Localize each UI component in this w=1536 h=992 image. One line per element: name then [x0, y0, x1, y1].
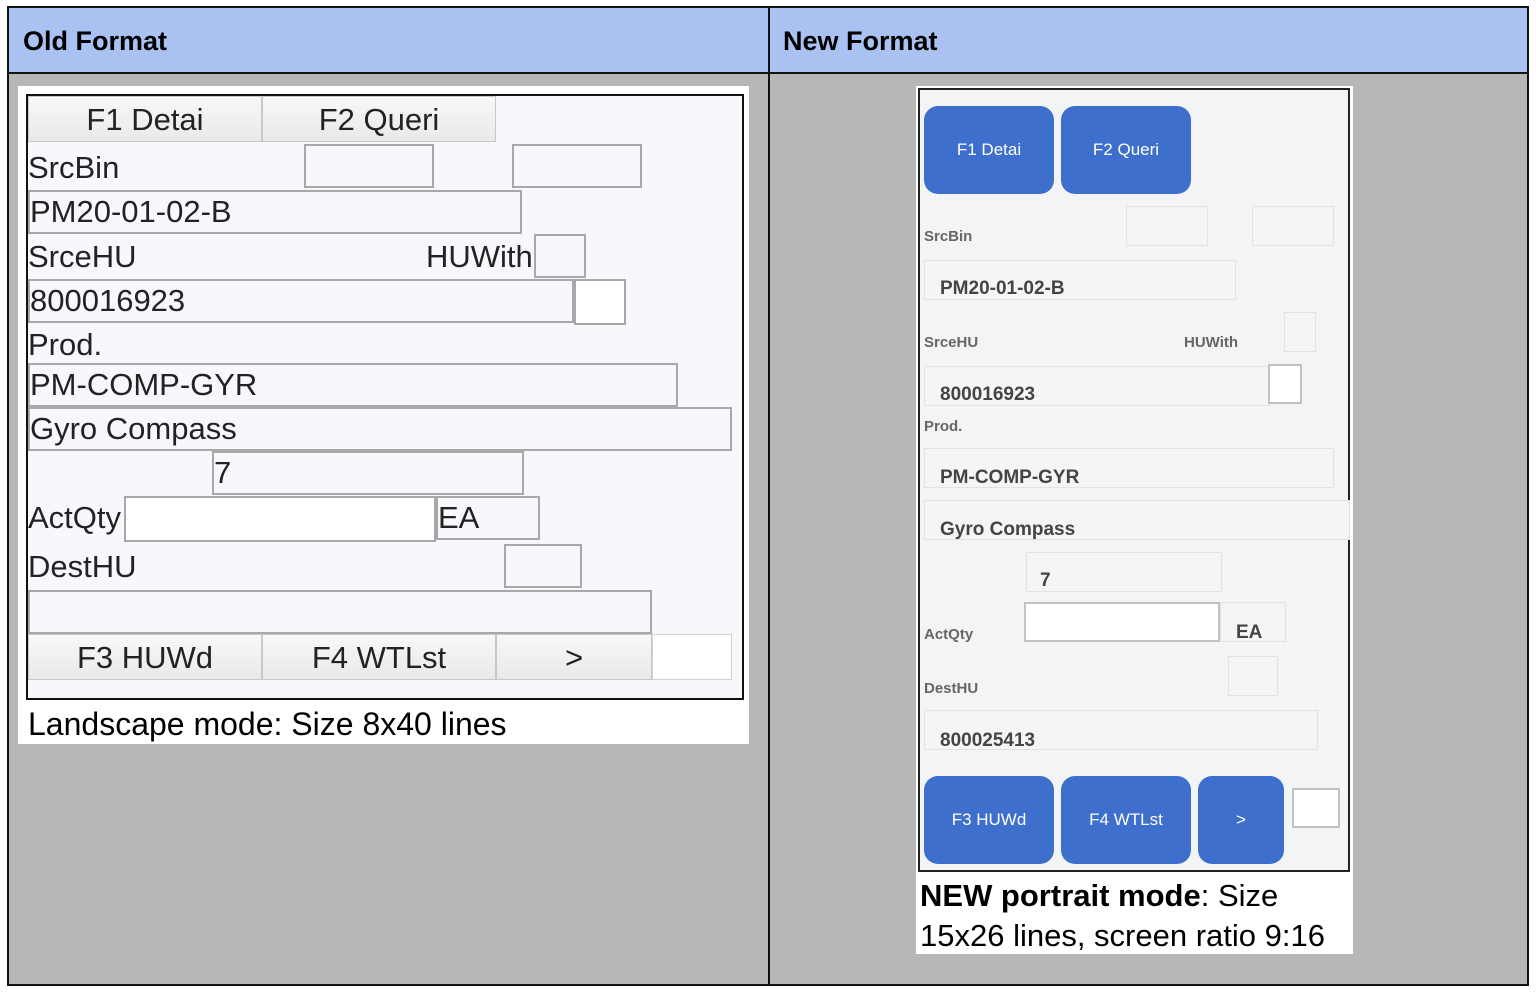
- old-desthu-label: DestHU: [28, 549, 137, 584]
- old-next-button[interactable]: >: [496, 634, 652, 680]
- old-product-field[interactable]: [28, 363, 678, 407]
- new-actqty-input[interactable]: [1024, 602, 1220, 642]
- new-huwith-label: HUWith: [1184, 334, 1239, 351]
- old-desthu-field[interactable]: [28, 590, 652, 634]
- new-f3-huwd-button[interactable]: F3 HUWd: [924, 776, 1054, 864]
- new-desthu-field[interactable]: [924, 710, 1318, 750]
- old-product-value: PM-COMP-GYR: [30, 367, 258, 402]
- new-product-field[interactable]: [924, 448, 1334, 488]
- new-srcbin-value: PM20-01-02-B: [940, 278, 1065, 299]
- new-caption-rest: : Size 15x26 lines, screen ratio 9:16: [920, 878, 1325, 953]
- old-landscape-screen: F1 Detai F2 Queri SrcBin PM20-01-02-B Sr…: [26, 94, 744, 700]
- old-srcbin-value: PM20-01-02-B: [30, 194, 232, 229]
- old-f2-query-button[interactable]: F2 Queri: [262, 96, 496, 142]
- header-old-label: Old Format: [23, 26, 168, 56]
- new-prod-label: Prod.: [924, 418, 963, 435]
- old-f3-huwd-button[interactable]: F3 HUWd: [28, 634, 262, 680]
- old-srcehu-label: SrceHU: [28, 239, 137, 274]
- new-actqty-label: ActQty: [924, 626, 974, 643]
- old-description-value: Gyro Compass: [30, 411, 237, 446]
- new-srcbin-label: SrcBin: [924, 228, 973, 245]
- new-f2-query-button[interactable]: F2 Queri: [1061, 106, 1191, 194]
- header-new-label: New Format: [783, 26, 938, 56]
- new-caption: NEW portrait mode: Size 15x26 lines, scr…: [920, 876, 1353, 956]
- old-actqty-label: ActQty: [28, 500, 122, 535]
- new-uom-field[interactable]: [1220, 602, 1286, 642]
- old-srcehu-checkbox[interactable]: [574, 279, 626, 325]
- old-huwith-field[interactable]: [534, 234, 586, 278]
- old-format-panel: F1 Detai F2 Queri SrcBin PM20-01-02-B Sr…: [18, 86, 749, 744]
- new-caption-bold: NEW portrait mode: [920, 878, 1201, 913]
- new-f1-details-button[interactable]: F1 Detai: [924, 106, 1054, 194]
- old-bottom-empty-field[interactable]: [652, 634, 732, 680]
- old-desthu-extra-field[interactable]: [504, 544, 582, 588]
- new-description-field[interactable]: [924, 500, 1350, 540]
- new-qty-value: 7: [1040, 570, 1051, 591]
- old-huwith-label: HUWith: [426, 239, 533, 274]
- old-f1-details-button[interactable]: F1 Detai: [28, 96, 262, 142]
- old-actqty-input[interactable]: [124, 496, 436, 542]
- new-srcbin-extra-field-1[interactable]: [1126, 206, 1208, 246]
- old-srcbin-extra-field-1[interactable]: [304, 144, 434, 188]
- old-prod-label: Prod.: [28, 327, 103, 362]
- old-srcehu-value: 800016923: [30, 283, 186, 318]
- old-caption: Landscape mode: Size 8x40 lines: [28, 706, 507, 742]
- old-srcbin-extra-field-2[interactable]: [512, 144, 642, 188]
- old-srcbin-field[interactable]: [28, 190, 522, 234]
- new-product-value: PM-COMP-GYR: [940, 467, 1080, 488]
- old-qty-value: 7: [214, 455, 232, 490]
- new-qty-field[interactable]: [1026, 552, 1222, 592]
- new-desthu-label: DestHU: [924, 680, 979, 697]
- new-description-value: Gyro Compass: [940, 519, 1076, 540]
- new-srcbin-extra-field-2[interactable]: [1252, 206, 1334, 246]
- new-srcehu-value: 800016923: [940, 384, 1036, 405]
- new-huwith-field[interactable]: [1284, 312, 1316, 352]
- old-srcbin-label: SrcBin: [28, 150, 120, 185]
- old-f4-wtlst-button[interactable]: F4 WTLst: [262, 634, 496, 680]
- old-uom-value: EA: [438, 500, 480, 535]
- header-new-format: New Format: [769, 8, 1527, 74]
- new-srcehu-checkbox[interactable]: [1268, 364, 1302, 404]
- new-uom-value: EA: [1236, 622, 1263, 643]
- new-desthu-extra-field[interactable]: [1228, 656, 1278, 696]
- column-divider: [768, 8, 770, 984]
- new-bottom-empty-field[interactable]: [1292, 788, 1340, 828]
- old-qty-field[interactable]: [212, 451, 524, 495]
- old-srcehu-field[interactable]: [28, 279, 574, 323]
- new-f4-wtlst-button[interactable]: F4 WTLst: [1061, 776, 1191, 864]
- old-uom-field[interactable]: [436, 496, 540, 540]
- new-format-panel: F1 Detai F2 Queri SrcBin PM20-01-02-B Sr…: [916, 86, 1353, 954]
- header-old-format: Old Format: [9, 8, 769, 74]
- new-next-button[interactable]: >: [1198, 776, 1284, 864]
- new-srcehu-label: SrceHU: [924, 334, 979, 351]
- new-desthu-value: 800025413: [940, 730, 1036, 751]
- new-srcbin-field[interactable]: [924, 260, 1236, 300]
- new-portrait-screen: F1 Detai F2 Queri SrcBin PM20-01-02-B Sr…: [918, 88, 1350, 872]
- old-description-field[interactable]: [28, 407, 732, 451]
